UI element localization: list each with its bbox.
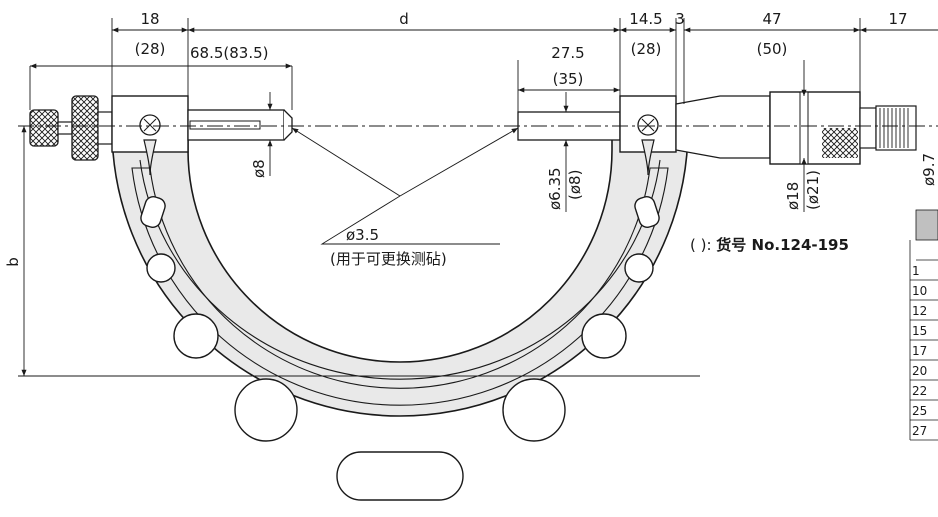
dim-3: 3 [675, 10, 685, 28]
anvil-assembly [29, 95, 293, 176]
dim-phi21: (ø21) [804, 170, 822, 210]
dim-phi18: ø18 [784, 182, 802, 210]
dim-phi6-35-alt: (ø8) [566, 170, 584, 200]
dim-47: 47 [762, 10, 781, 28]
frame-holes [140, 196, 660, 501]
micrometer-frame [111, 127, 689, 417]
legend-label: 货号 [716, 236, 751, 254]
spindle-assembly [517, 91, 917, 176]
dim-18-alt: (28) [135, 40, 166, 58]
dim-35: (35) [553, 70, 584, 88]
dim-phi6-35: ø6.35 [546, 167, 564, 210]
dimension-lines [18, 18, 938, 377]
dim-50: (50) [757, 40, 788, 58]
part-number-legend: ( ): 货号 No.124-195 [690, 236, 849, 254]
legend-paren: ( ): [690, 236, 716, 254]
table-row: 25 [912, 404, 927, 418]
dim-14-5: 14.5 [629, 10, 662, 28]
dim-d: d [399, 10, 409, 28]
dim-phi8: ø8 [250, 159, 268, 178]
legend-code: No.124-195 [752, 236, 849, 254]
table-row: 10 [912, 284, 927, 298]
dim-phi9-7: ø9.7 [920, 153, 938, 186]
table-row: 1 [912, 264, 920, 278]
callout-note: (用于可更换测砧) [330, 250, 447, 268]
callout-phi3-5: ø3.5 [346, 226, 379, 244]
dim-68-5: 68.5(83.5) [190, 44, 269, 62]
size-table: 1 10 12 15 17 20 22 25 27 [909, 209, 938, 441]
table-row: 17 [912, 344, 927, 358]
dim-27-5: 27.5 [551, 44, 584, 62]
table-row: 22 [912, 384, 927, 398]
table-row: 15 [912, 324, 927, 338]
svg-text:( ): 货号 No.124-195: ( ): 货号 No.124-195 [690, 236, 849, 254]
dim-b: b [4, 257, 22, 267]
dim-18: 18 [140, 10, 159, 28]
table-row: 12 [912, 304, 927, 318]
dimension-labels: 18 (28) d 68.5(83.5) 14.5 (28) 3 47 (50)… [4, 10, 938, 268]
table-row: 20 [912, 364, 927, 378]
dim-28: (28) [631, 40, 662, 58]
dim-17: 17 [888, 10, 907, 28]
table-header [915, 209, 938, 241]
table-row: 27 [912, 424, 927, 438]
